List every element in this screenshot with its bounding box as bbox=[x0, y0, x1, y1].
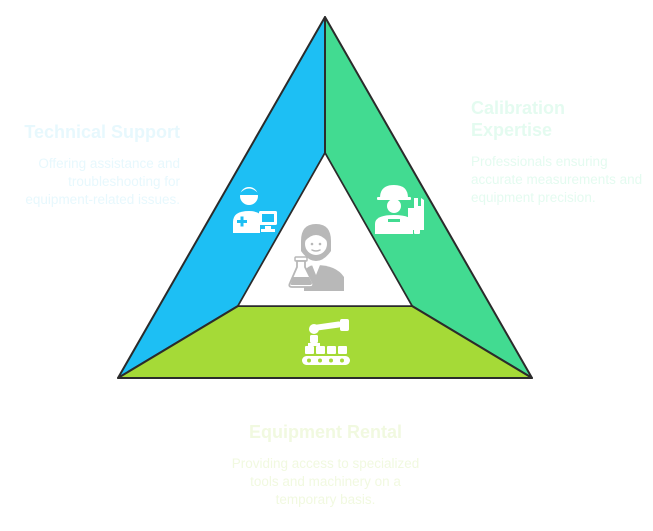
engineer-wrench-icon bbox=[375, 185, 424, 234]
calibration-block: Calibration Expertise Professionals ensu… bbox=[471, 97, 646, 207]
rental-description: Providing access to specialized tools an… bbox=[231, 456, 420, 507]
support-agent-computer-icon bbox=[233, 187, 277, 233]
calibration-title: Calibration Expertise bbox=[471, 98, 566, 140]
tech-support-description: Offering assistance and troubleshooting … bbox=[25, 156, 180, 207]
tech-support-block: Technical Support Offering assistance an… bbox=[10, 121, 180, 209]
robotic-arm-conveyor-icon bbox=[302, 319, 350, 365]
tech-support-title: Technical Support bbox=[24, 122, 180, 142]
rental-block: Equipment Rental Providing access to spe… bbox=[218, 421, 433, 509]
scientist-flask-icon bbox=[288, 224, 344, 291]
rental-title: Equipment Rental bbox=[248, 422, 402, 442]
calibration-description: Professionals ensuring accurate measurem… bbox=[471, 154, 643, 205]
